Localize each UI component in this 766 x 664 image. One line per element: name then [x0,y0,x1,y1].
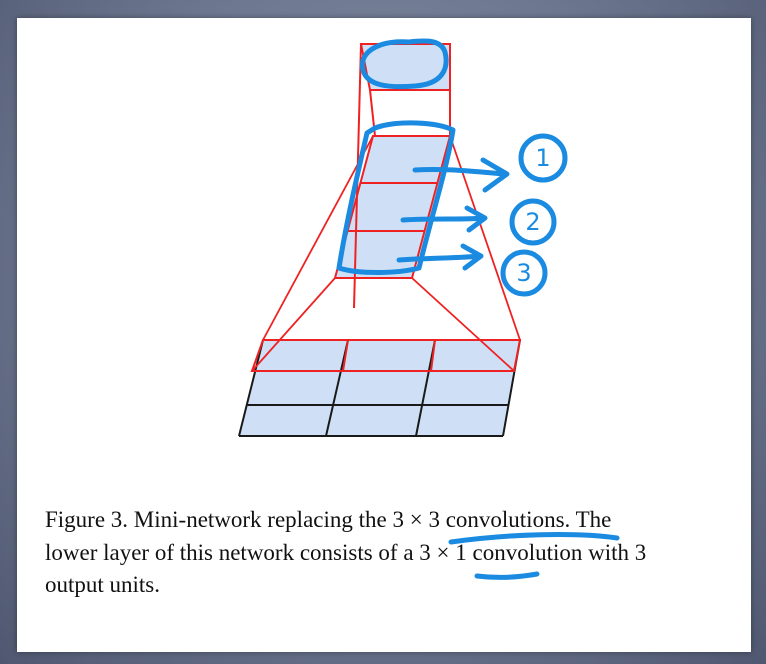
middle-column [333,89,452,279]
caption-line-2: lower layer of this network consists of … [45,539,647,565]
caption-line-3: output units. [45,572,161,597]
mini-network-figure [238,43,522,437]
bottom-grid [238,339,521,437]
caption-line-1: Figure 3. Mini-network replacing the 3 ×… [45,507,612,532]
figure-caption: Figure 3. Mini-network replacing the 3 ×… [45,504,735,602]
paper-page: 1 2 3 Figure 3. Mini-network replacing t… [17,18,751,652]
